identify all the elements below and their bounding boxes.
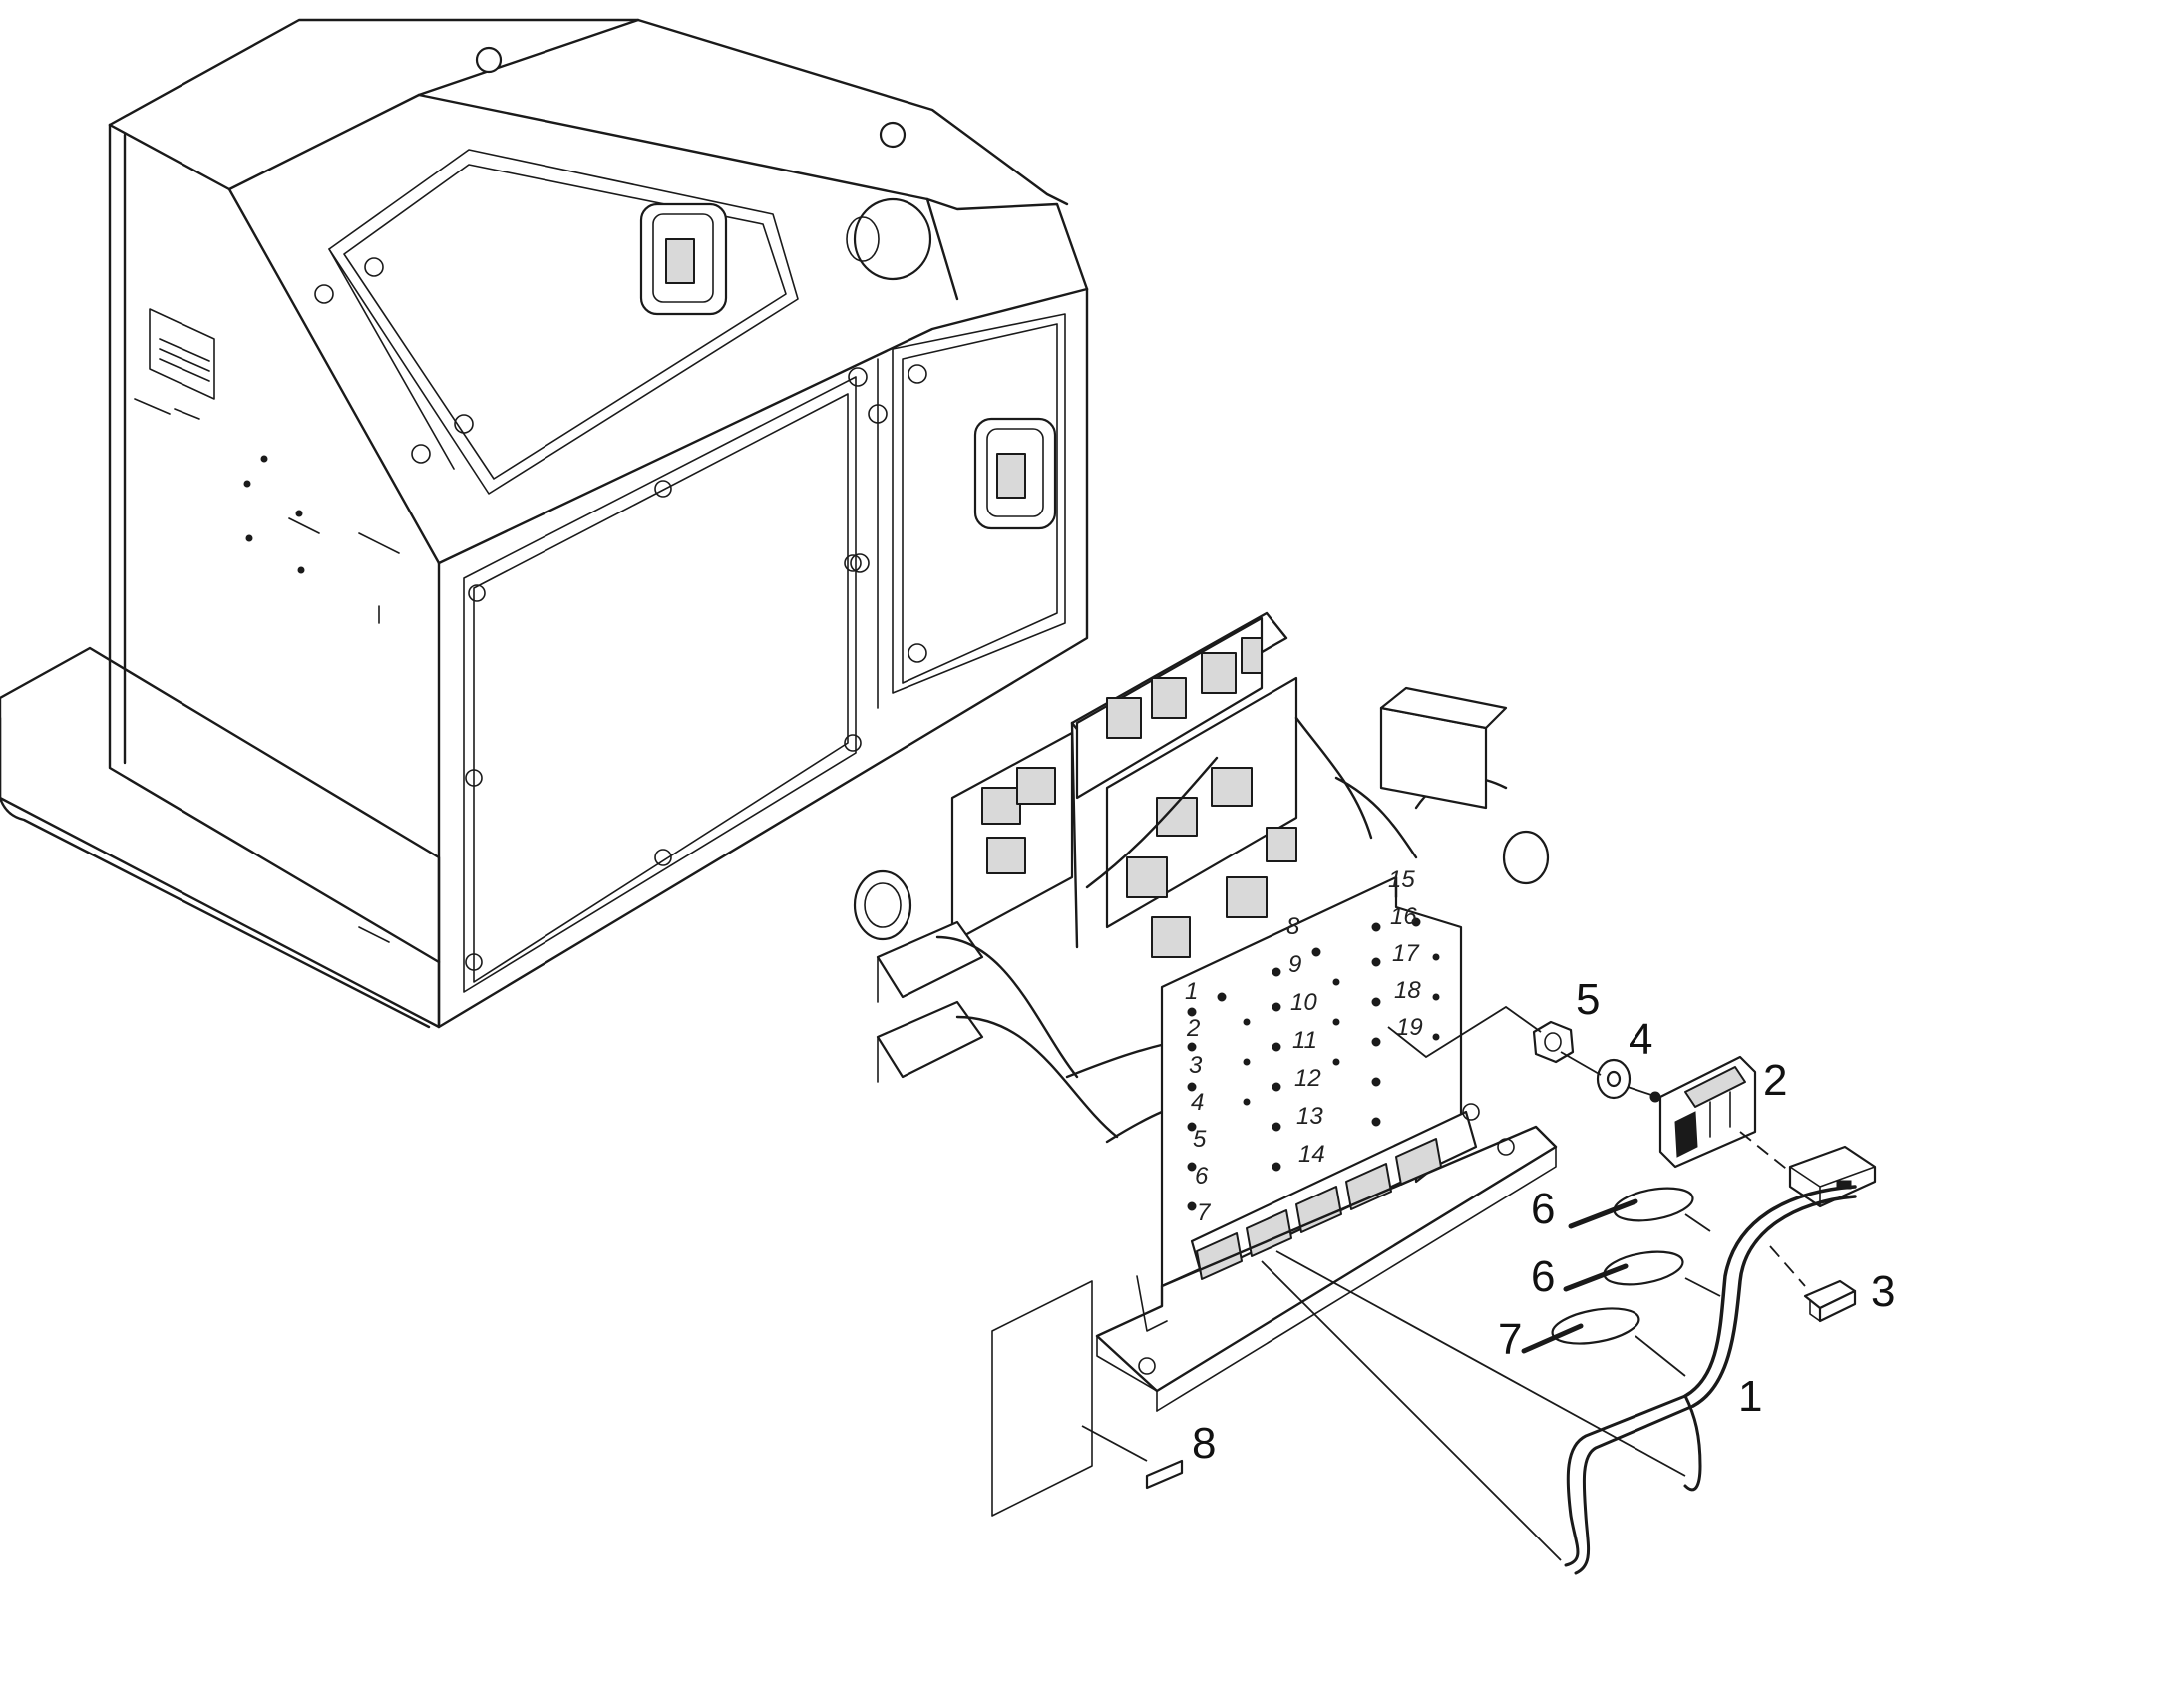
relay-slot-number: 6 [1195,1163,1209,1190]
callout-6b: 6 [1531,1252,1555,1301]
relay-slot-number: 17 [1392,940,1420,967]
relay-slot-number: 2 [1186,1015,1200,1042]
callout-1: 1 [1738,1372,1762,1421]
relay-slot-number: 5 [1193,1126,1207,1153]
relay-slot-number: 11 [1292,1027,1317,1054]
relay-slot-number: 13 [1296,1103,1323,1130]
cab-housing [0,18,1089,1029]
relay-slot-number: 15 [1388,866,1415,893]
washer-part-4 [1596,1058,1632,1100]
callout-labels: 1 2 3 4 5 6 6 7 8 [1192,975,1895,1468]
cable-tie-part-6a [1568,1187,1694,1229]
relay-slot-numbers-middle: 8 9 10 11 12 13 14 [1286,913,1325,1168]
loose-parts [991,1020,1877,1575]
cable-tie-part-7 [1521,1307,1640,1354]
cable-tie-part-6b [1563,1250,1684,1292]
callout-8: 8 [1192,1419,1216,1468]
relay-slot-number: 12 [1294,1065,1321,1092]
callout-5: 5 [1576,975,1600,1024]
relay-slot-number: 8 [1286,913,1300,940]
fuse-part-3 [1803,1279,1857,1323]
callout-7: 7 [1498,1315,1522,1364]
callout-2: 2 [1763,1056,1787,1105]
relay-slot-number: 10 [1290,989,1317,1016]
callout-3: 3 [1871,1267,1895,1316]
decal-part-8 [991,1280,1184,1517]
relay-slot-numbers-left: 1 2 3 4 5 6 7 [1185,978,1212,1226]
callout-4: 4 [1629,1015,1652,1064]
relay-slot-number: 9 [1288,951,1301,978]
callout-6a: 6 [1531,1185,1555,1233]
nut-part-5 [1532,1020,1575,1064]
relay-slot-number: 16 [1390,903,1417,930]
relay-slot-number: 18 [1394,977,1421,1004]
relay-slot-number: 4 [1191,1089,1204,1116]
relay-slot-number: 14 [1298,1141,1325,1168]
relay-slot-number: 1 [1185,978,1198,1005]
wire-harness-part-1 [1564,1185,1857,1575]
leader-lines [1081,1005,1806,1561]
relay-slot-number: 3 [1189,1052,1203,1079]
relay-slot-number: 7 [1197,1199,1212,1226]
relay-socket-part-2 [1649,1055,1757,1169]
